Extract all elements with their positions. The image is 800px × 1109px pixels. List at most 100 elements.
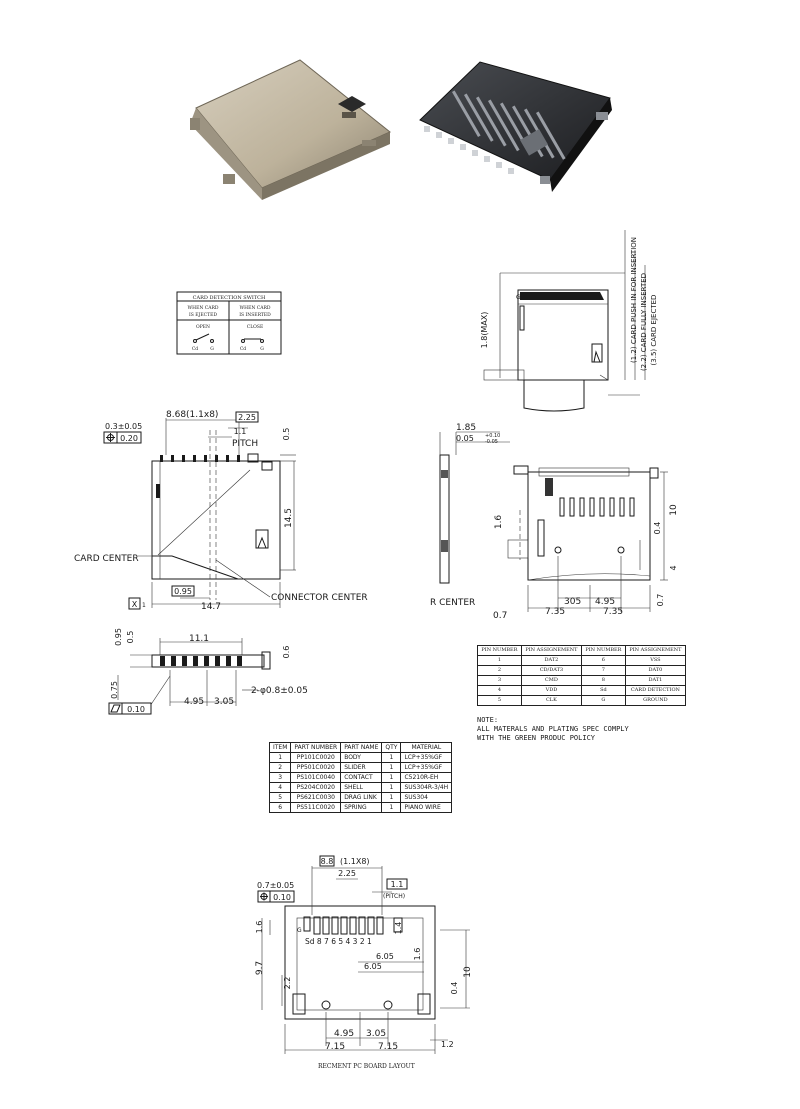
pin-cell: CD/DAT3	[520, 665, 582, 676]
parts-cell: SHELL	[340, 782, 383, 793]
pcb-dim-88: 8.8	[321, 857, 334, 866]
bottom-dim-005: 0.05	[456, 434, 474, 443]
pin-cell: GROUND	[624, 695, 687, 706]
photo-connector-top	[190, 59, 391, 200]
switch-title: CARD DETECTION SWITCH	[193, 295, 266, 301]
front-dim-225: 2.25	[238, 413, 256, 422]
side-view-drawing: G 1.8(MAX) (1.2) CARD PUSH IN FOR INSERT…	[480, 230, 658, 412]
bottom-dim-735a: 7.35	[545, 607, 565, 617]
bottom-tol-plus: +0.10	[485, 433, 500, 439]
lower-dim-075: 0.75	[110, 681, 119, 699]
bottom-dim-185: 1.85	[456, 423, 476, 433]
pin-cell: DAT0	[624, 665, 687, 676]
switch-right-header: WHEN CARD	[240, 305, 271, 311]
pcb-dim-225: 2.25	[338, 869, 356, 878]
pin-cell: 8	[580, 675, 626, 686]
parts-table: ITEM PART NUMBER PART NAME QTY MATERIAL …	[268, 742, 453, 813]
bottom-tol-minus: -0.05	[485, 439, 498, 445]
bottom-center-text: R CENTER	[430, 598, 475, 608]
front-dim-095: 0.95	[174, 587, 192, 596]
front-dim-145: 14.5	[284, 508, 294, 528]
front-view-drawing: 8.68(1.1x8) 2.25 1.1 PITCH 0.3±0.05 0.20…	[74, 410, 368, 612]
parts-cell: BODY	[340, 752, 383, 763]
pcb-dim-97: 9.7	[255, 961, 265, 975]
parts-cell: PP101C0020	[290, 752, 342, 763]
parts-cell: LCP+35%GF	[400, 762, 453, 773]
pcb-dim-12: 1.2	[441, 1040, 454, 1049]
table-row: 3 PS101C0040 CONTACT 1 C5210R-EH	[268, 772, 453, 783]
pcb-dim-16: 1.6	[255, 921, 264, 934]
bottom-dim-4: 4	[669, 565, 678, 570]
front-dim-868: 8.68(1.1x8)	[166, 410, 218, 420]
table-row: 5 PS621C0030 DRAG LINK 1 SUS304	[268, 792, 453, 803]
parts-cell: 2	[268, 762, 292, 773]
bottom-dim-07: 0.7	[493, 611, 507, 621]
switch-close-label: CLOSE	[247, 324, 264, 330]
front-card-center: CARD CENTER	[74, 554, 139, 564]
note-heading: NOTE:	[477, 716, 499, 724]
pin-table-header: PIN NUMBER PIN ASSIGNEMENT PIN NUMBER PI…	[477, 645, 687, 656]
bottom-dim-16: 1.6	[494, 515, 504, 530]
pin-cell: VSS	[624, 655, 687, 666]
front-dim-11: 1.1	[234, 427, 247, 436]
pcb-dim-715a: 7.15	[325, 1042, 345, 1052]
parts-cell: PS101C0040	[290, 772, 342, 783]
parts-cell: CONTACT	[340, 772, 383, 783]
parts-cell: SLIDER	[340, 762, 383, 773]
card-detection-switch: CARD DETECTION SWITCH WHEN CARD IS EJECT…	[176, 291, 282, 355]
lower-front-drawing: 11.1 0.95 0.5 0.6 0.75 4.95 3.05 2-φ0.8±…	[108, 628, 308, 715]
table-row: 3 CMD 8 DAT1	[477, 675, 687, 686]
note-line: WITH THE GREEN PRODUC POLICY	[477, 734, 596, 742]
pcb-g-label: G	[297, 927, 302, 934]
parts-cell: 1	[268, 752, 292, 763]
bottom-dim-735b: 7.35	[603, 607, 623, 617]
parts-cell: 1	[381, 772, 402, 783]
parts-cell: 1	[381, 792, 402, 803]
bottom-dim-305: 305	[564, 597, 581, 607]
parts-table-header: ITEM PART NUMBER PART NAME QTY MATERIAL	[268, 742, 453, 753]
table-row: 2 CD/DAT3 7 DAT0	[477, 665, 687, 676]
parts-cell: 1	[381, 762, 402, 773]
parts-cell: PP501C0020	[290, 762, 342, 773]
pin-cell: CMD	[520, 675, 582, 686]
switch-right-header-2: IS INSERTED	[239, 312, 271, 318]
lower-dim-111: 11.1	[189, 634, 209, 644]
parts-cell: 5	[268, 792, 292, 803]
parts-cell: LCP+35%GF	[400, 752, 453, 763]
pcb-dim-07: 0.7±0.05	[257, 881, 294, 890]
pcb-dim-88-suffix: (1.1X8)	[340, 857, 370, 866]
switch-left-cd: Cd	[192, 346, 198, 352]
switch-right-cd: Cd	[240, 346, 246, 352]
side-g-label: G	[516, 294, 521, 301]
front-datum-subscript: 1	[142, 602, 146, 609]
pin-cell: DAT1	[624, 675, 687, 686]
photo-connector-bottom	[419, 61, 612, 192]
pin-cell: 2	[477, 665, 522, 676]
parts-header-cell: MATERIAL	[400, 742, 453, 753]
table-row: 4 VDD Sd CARD DETECTION	[477, 685, 687, 696]
bottom-dim-495: 4.95	[595, 597, 615, 607]
pcb-dim-10: 10	[463, 966, 473, 978]
table-row: 1 PP101C0020 BODY 1 LCP+35%GF	[268, 752, 453, 763]
parts-cell: C5210R-EH	[400, 772, 453, 783]
pcb-dim-605b: 6.05	[364, 962, 382, 971]
lower-dim-495: 4.95	[184, 697, 204, 707]
parts-cell: SPRING	[340, 802, 383, 813]
pin-assignment-table: PIN NUMBER PIN ASSIGNEMENT PIN NUMBER PI…	[477, 645, 687, 706]
parts-cell: PIANO WIRE	[400, 802, 453, 813]
pcb-tol-010: 0.10	[273, 893, 291, 902]
bottom-dim-10: 10	[669, 504, 679, 516]
pcb-pin-labels: Sd 8 7 6 5 4 3 2 1	[305, 937, 372, 946]
pin-header-cell: PIN NUMBER	[580, 645, 626, 656]
parts-cell: SUS304	[400, 792, 453, 803]
pcb-dim-04: 0.4	[450, 982, 459, 995]
front-pitch: PITCH	[232, 439, 258, 449]
parts-header-cell: QTY	[381, 742, 402, 753]
table-row: 1 DAT2 6 VSS	[477, 655, 687, 666]
parts-header-cell: PART NUMBER	[290, 742, 342, 753]
pcb-dim-715b: 7.15	[378, 1042, 398, 1052]
pcb-layout-drawing: 8.8 (1.1X8) 2.25 1.1 (PITCH) 0.7±0.05 0.…	[255, 855, 473, 1054]
pcb-dim-605a: 6.05	[376, 952, 394, 961]
front-datum-x: X	[132, 600, 138, 609]
